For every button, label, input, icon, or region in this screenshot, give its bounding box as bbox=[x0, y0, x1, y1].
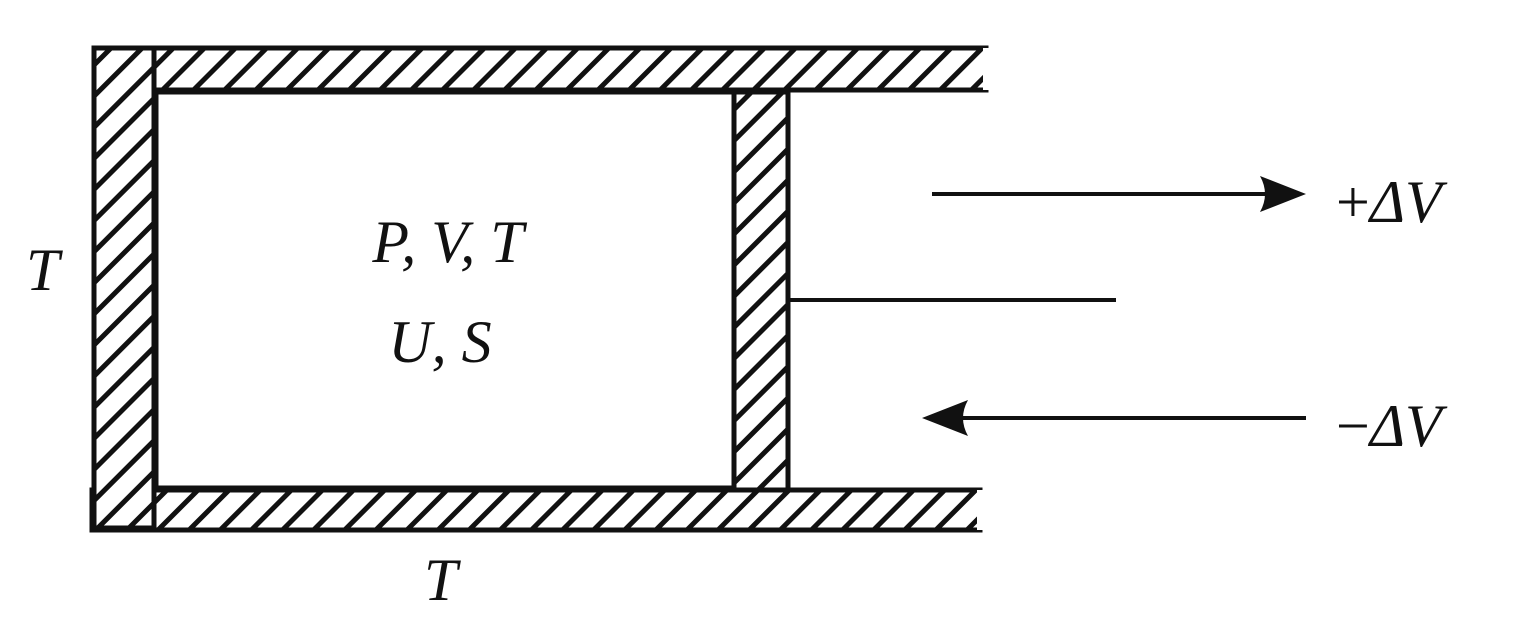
gas-chamber bbox=[153, 89, 737, 491]
expansion-delta: ΔV bbox=[1368, 169, 1448, 235]
compression-sign: − bbox=[1336, 393, 1370, 459]
bottom-temperature-label: T bbox=[424, 547, 461, 613]
expansion-arrow bbox=[932, 176, 1306, 212]
cylinder-top-wall bbox=[93, 45, 989, 93]
state-variables-line2: U, S bbox=[388, 309, 491, 375]
piston bbox=[731, 89, 1116, 493]
left-temperature-label: T bbox=[26, 237, 63, 303]
cylinder bbox=[89, 45, 989, 533]
compression-label: −ΔV bbox=[1336, 393, 1448, 459]
compression-arrow bbox=[922, 400, 1306, 436]
compression-delta: ΔV bbox=[1368, 393, 1448, 459]
expansion-label: +ΔV bbox=[1336, 169, 1448, 235]
piston-head bbox=[731, 89, 791, 493]
state-variables-line1: P, V, T bbox=[371, 209, 527, 275]
cylinder-bottom-wall bbox=[89, 487, 983, 533]
expansion-sign: + bbox=[1336, 169, 1370, 235]
cylinder-left-wall bbox=[91, 45, 157, 531]
